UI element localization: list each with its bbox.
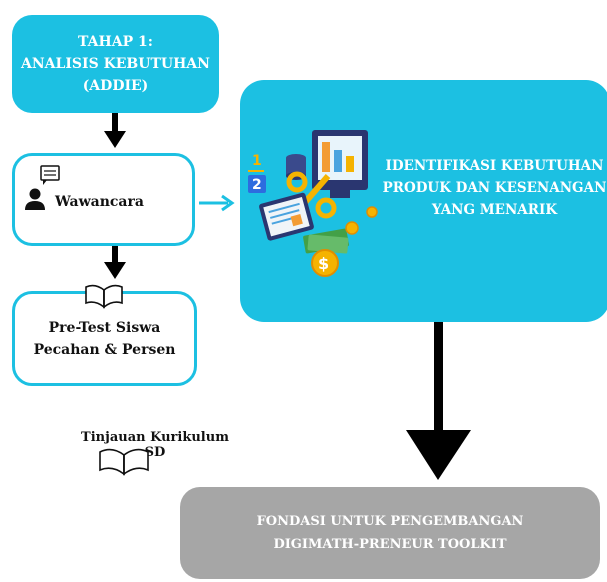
fondasi-box: FONDASI UNTUK PENGEMBANGAN DIGIMATH-PREN…: [180, 487, 600, 579]
dollar-sign: $: [318, 254, 329, 273]
pretest-line-2: Pecahan & Persen: [33, 341, 176, 358]
wawancara-box: Wawancara: [12, 153, 195, 246]
tahap-line-3: (ADDIE): [82, 78, 149, 94]
kurikulum-book-icon: [99, 448, 149, 476]
math-finance-illustration: 1 2 $: [248, 130, 378, 277]
open-book-icon: [85, 284, 123, 309]
tahap-line-1: TAHAP 1:: [78, 34, 153, 50]
identifikasi-line-3: YANG MENARIK: [431, 202, 558, 218]
kurikulum-label: Tinjauan Kurikulum SD: [81, 430, 229, 460]
arrow-identifikasi-to-fondasi: [406, 322, 471, 480]
fraction-numerator: 1: [252, 153, 262, 169]
fondasi-line-2: DIGIMATH-PRENEUR TOOLKIT: [273, 537, 507, 552]
identifikasi-line-2: PRODUK DAN KESENANGAN: [382, 180, 607, 196]
tahap-line-2: ANALISIS KEBUTUHAN: [21, 56, 210, 72]
arrow-wawancara-to-identifikasi: [199, 194, 235, 212]
arrow-wawancara-to-pretest: [104, 246, 126, 279]
arrow-tahap-to-wawancara: [104, 113, 126, 148]
fraction-denominator: 2: [252, 177, 262, 193]
pretest-line-1: Pre-Test Siswa: [48, 319, 161, 336]
fondasi-line-1: FONDASI UNTUK PENGEMBANGAN: [256, 514, 524, 529]
tahap-1-box: TAHAP 1: ANALISIS KEBUTUHAN (ADDIE): [12, 15, 219, 113]
user-chat-icon: [25, 165, 60, 210]
identifikasi-text: IDENTIFIKASI KEBUTUHAN PRODUK DAN KESENA…: [382, 155, 607, 221]
wawancara-label: Wawancara: [55, 194, 144, 210]
identifikasi-line-1: IDENTIFIKASI KEBUTUHAN: [385, 158, 604, 174]
